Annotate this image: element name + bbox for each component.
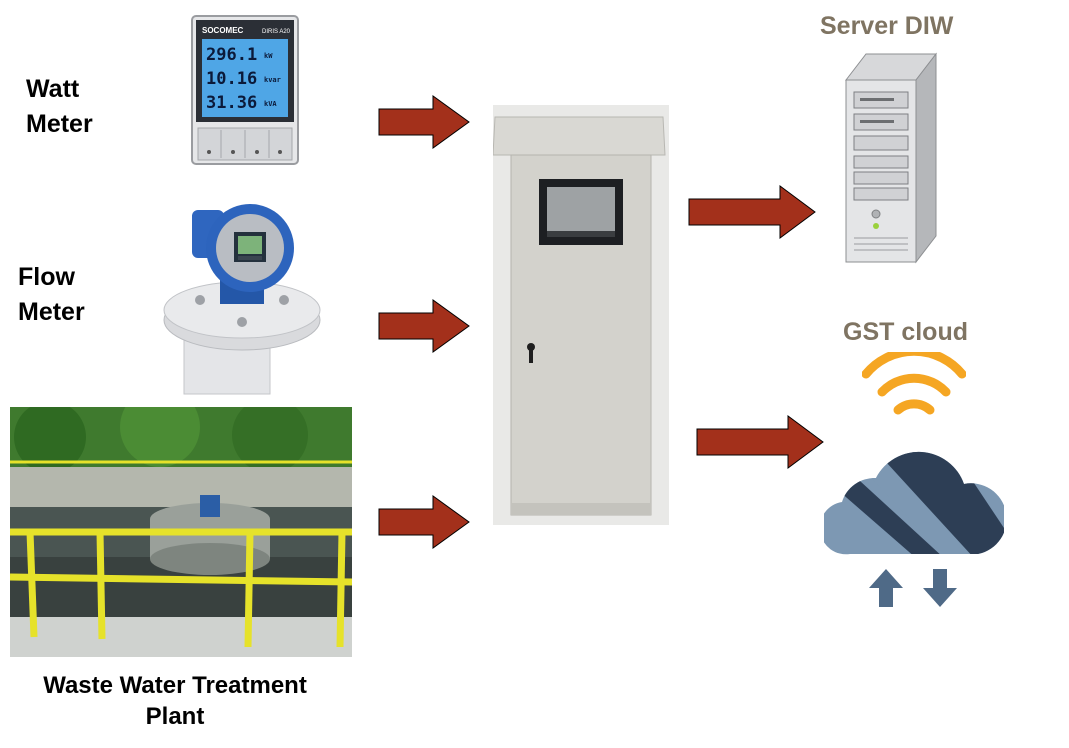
watt-meter-model: DIRIS A20 <box>262 29 291 35</box>
right-arrow-icon <box>688 185 816 239</box>
watt-meter-unit-2: kvar <box>264 76 281 84</box>
flow-meter-label: Flow Meter <box>18 260 85 330</box>
download-arrow-icon <box>923 569 957 607</box>
right-arrow-icon <box>378 299 470 353</box>
flow-meter-image <box>163 204 321 395</box>
server-label: Server DIW <box>820 12 954 40</box>
cloud-label: GST cloud <box>843 318 968 346</box>
watt-meter-image: SOCOMEC DIRIS A20 296.1 kW 10.16 kvar 31… <box>191 15 299 165</box>
watt-meter-label-line2: Meter <box>26 110 93 138</box>
watt-meter-label-line1: Watt <box>26 75 80 103</box>
control-cabinet-image <box>493 105 669 525</box>
upload-arrow-icon <box>869 569 903 607</box>
plant-image <box>10 407 352 657</box>
wifi-icon <box>862 352 966 415</box>
watt-meter-reading-1: 296.1 <box>206 45 257 65</box>
plant-label: Waste Water Treatment Plant <box>20 670 330 732</box>
server-image <box>844 52 938 264</box>
flow-meter-label-line2: Meter <box>18 298 85 326</box>
watt-meter-reading-3: 31.36 <box>206 93 257 113</box>
right-arrow-icon <box>378 95 470 149</box>
cloud-icon <box>824 451 1004 555</box>
watt-meter-reading-2: 10.16 <box>206 69 257 89</box>
watt-meter-unit-1: kW <box>264 52 273 60</box>
watt-meter-label: Watt Meter <box>26 72 93 142</box>
plant-label-line2: Plant <box>145 703 205 730</box>
right-arrow-icon <box>378 495 470 549</box>
plant-label-line1: Waste Water Treatment <box>43 672 307 699</box>
watt-meter-brand: SOCOMEC <box>202 26 244 35</box>
right-arrow-icon <box>696 415 824 469</box>
flow-meter-label-line1: Flow <box>18 263 75 291</box>
watt-meter-unit-3: kVA <box>264 100 277 108</box>
